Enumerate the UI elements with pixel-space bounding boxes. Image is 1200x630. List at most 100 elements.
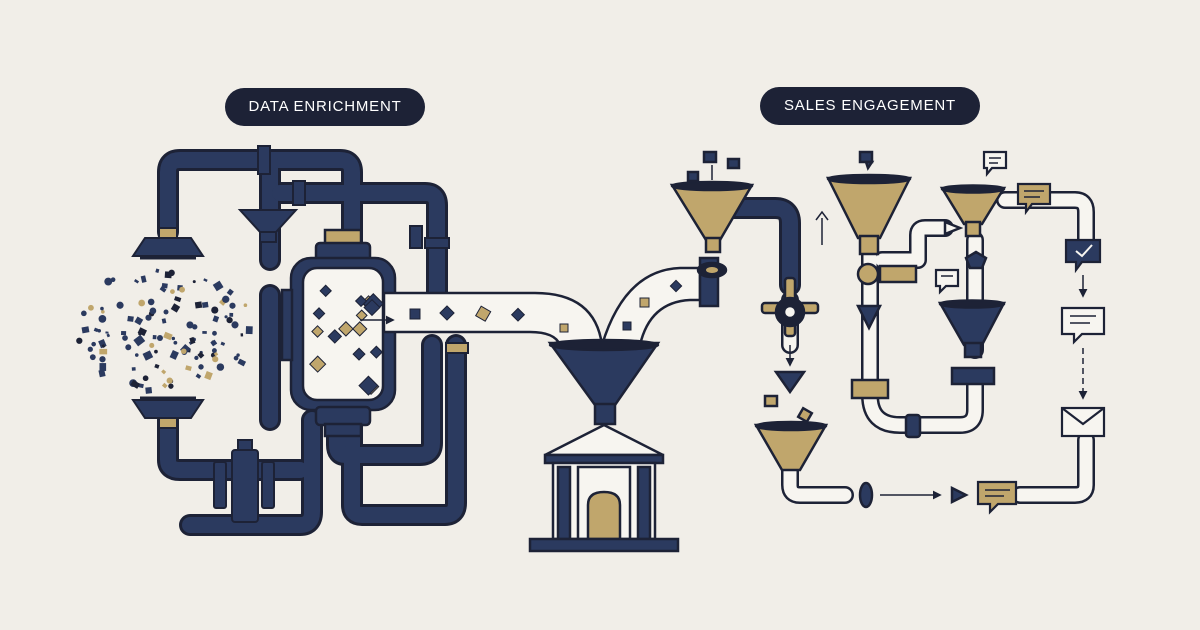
data-fragment — [142, 350, 154, 361]
data-fragment — [243, 303, 248, 308]
data-fragment — [81, 326, 90, 334]
tank-particle — [309, 355, 327, 373]
data-fragment — [104, 277, 113, 286]
data-fragment — [88, 304, 94, 311]
data-enrichment-label: DATA ENRICHMENT — [225, 88, 425, 126]
data-fragment — [149, 307, 157, 315]
data-fragment — [168, 383, 174, 389]
tank-particle — [319, 284, 332, 298]
data-fragment — [197, 351, 205, 359]
data-fragment — [224, 315, 228, 319]
data-fragment — [116, 301, 124, 309]
data-fragment — [229, 302, 236, 309]
data-fragment — [169, 350, 179, 360]
data-fragment — [174, 296, 182, 303]
data-fragment — [101, 309, 105, 314]
data-fragment — [152, 335, 157, 340]
tank-particle — [352, 347, 366, 361]
data-fragment — [145, 387, 153, 394]
data-fragment — [212, 330, 217, 336]
data-fragment — [131, 367, 136, 371]
data-fragment — [89, 354, 96, 361]
data-fragment — [121, 330, 127, 336]
tank-particles — [309, 284, 384, 396]
data-fragment — [138, 332, 142, 336]
tank-particle — [358, 375, 379, 396]
data-fragment — [138, 299, 146, 307]
data-scatter-cloud — [76, 268, 253, 394]
data-fragment — [192, 280, 196, 284]
qualifying-funnel-icon — [937, 184, 1007, 386]
data-fragment — [216, 363, 225, 371]
inline-valve — [213, 439, 275, 523]
data-fragment — [212, 356, 219, 363]
tank-particle — [311, 325, 324, 338]
data-fragment — [81, 310, 87, 317]
data-fragment — [171, 336, 176, 341]
elbow-pipe — [696, 256, 728, 308]
data-fragment — [211, 306, 219, 314]
data-fragment — [98, 369, 106, 378]
collector-funnel-icon — [547, 338, 661, 426]
intake-funnel-icon — [669, 150, 755, 254]
data-fragment — [159, 286, 167, 293]
data-fragment — [161, 318, 167, 324]
data-fragment — [204, 371, 213, 381]
data-fragment — [149, 342, 155, 348]
enrichment-pipes — [157, 149, 467, 536]
data-fragment — [229, 312, 234, 317]
sorting-funnel-icon — [815, 150, 964, 439]
data-fragment — [140, 275, 147, 283]
data-fragment — [233, 355, 239, 361]
pentagon-icon — [964, 250, 988, 270]
data-fragment — [226, 316, 233, 324]
data-fragment — [127, 315, 134, 322]
data-fragment — [99, 348, 108, 355]
data-fragment — [212, 280, 224, 292]
tank-particle — [352, 321, 368, 337]
spray-nozzle-icon — [131, 227, 205, 429]
data-fragment — [237, 358, 247, 367]
data-fragment — [133, 279, 140, 284]
tank-particle — [327, 329, 343, 344]
data-fragment — [210, 339, 218, 347]
data-fragment — [93, 327, 99, 333]
data-fragment — [155, 268, 160, 273]
data-fragment — [76, 337, 83, 344]
tank-particle — [354, 294, 368, 308]
data-fragment — [101, 344, 106, 349]
data-fragment — [195, 373, 202, 379]
data-fragment — [142, 375, 149, 382]
data-fragment — [194, 355, 199, 361]
data-fragment — [180, 348, 187, 355]
data-fragment — [226, 288, 234, 296]
chat-bubble-icon — [934, 150, 1106, 515]
data-fragment — [198, 364, 204, 370]
data-fragment — [99, 363, 107, 371]
pipe-couplings — [257, 145, 469, 354]
data-fragment — [87, 346, 93, 352]
data-fragment — [91, 341, 96, 347]
tank-particle — [312, 307, 326, 320]
data-fragment — [202, 331, 207, 334]
data-fragment — [220, 341, 226, 346]
engagement-pipes — [701, 191, 1095, 504]
data-fragment — [245, 326, 253, 335]
valve-icon — [760, 276, 820, 395]
data-fragment — [211, 348, 217, 354]
tank-particle — [369, 345, 383, 359]
sales-engagement-label: SALES ENGAGEMENT — [760, 87, 980, 125]
data-fragment — [98, 314, 107, 323]
data-fragment — [231, 321, 239, 329]
data-fragment — [173, 340, 178, 345]
data-fragment — [145, 314, 152, 321]
bank-building-icon — [528, 423, 680, 553]
data-fragment — [201, 301, 209, 308]
data-fragment — [240, 333, 244, 337]
data-fragment — [154, 363, 160, 369]
data-fragment — [161, 369, 167, 375]
data-fragment — [163, 309, 169, 315]
data-fragment — [179, 286, 185, 293]
